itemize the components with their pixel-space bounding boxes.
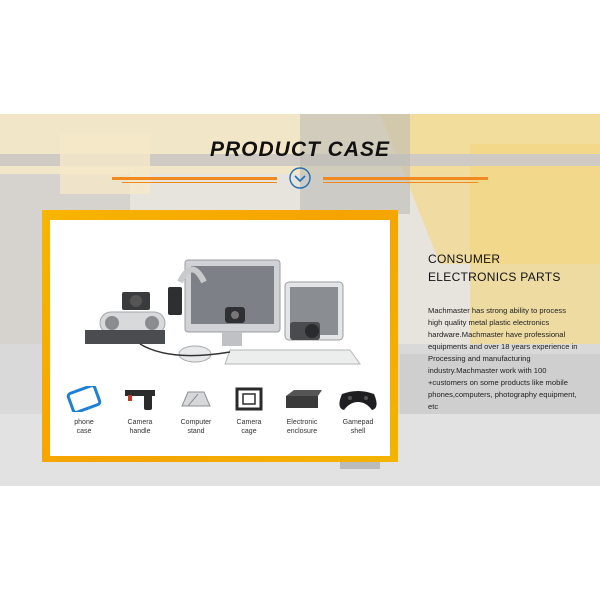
electronic-enclosure-icon <box>286 390 322 408</box>
section-description: Machmaster has strong ability to process… <box>428 306 578 411</box>
electronics-devices-image <box>85 259 361 365</box>
title-container: PRODUCT CASE <box>0 138 600 162</box>
camera-handle-icon <box>125 390 155 410</box>
product-label: Camera handle <box>127 419 153 435</box>
product-label: Gamepad shell <box>342 419 374 435</box>
page-title: PRODUCT CASE <box>209 138 390 161</box>
underline-right-thin <box>323 182 478 183</box>
chevron-down-icon <box>289 167 311 189</box>
product-computer-stand: Computer stand <box>173 386 219 436</box>
phone-case-icon <box>66 386 102 412</box>
product-label: Computer stand <box>180 419 212 435</box>
gamepad-shell-icon <box>339 391 377 410</box>
product-label: phone case <box>74 419 94 435</box>
underline-left <box>112 177 277 180</box>
product-camera-handle: Camera handle <box>117 386 163 436</box>
computer-stand-icon <box>181 391 211 407</box>
underline-left-thin <box>122 182 277 183</box>
product-camera-cage: Camera cage <box>226 386 272 436</box>
product-label: Camera cage <box>236 419 262 435</box>
underline-right <box>323 177 488 180</box>
product-electronic-enclosure: Electronic enclosure <box>279 386 325 436</box>
product-label: Electronic enclosure <box>286 419 318 435</box>
camera-cage-icon <box>235 387 263 411</box>
product-gamepad-shell: Gamepad shell <box>335 386 381 436</box>
product-phone-case: phone case <box>61 386 107 436</box>
title-underline <box>112 177 488 183</box>
section-heading: CONSUMER ELECTRONICS PARTS <box>428 252 561 284</box>
